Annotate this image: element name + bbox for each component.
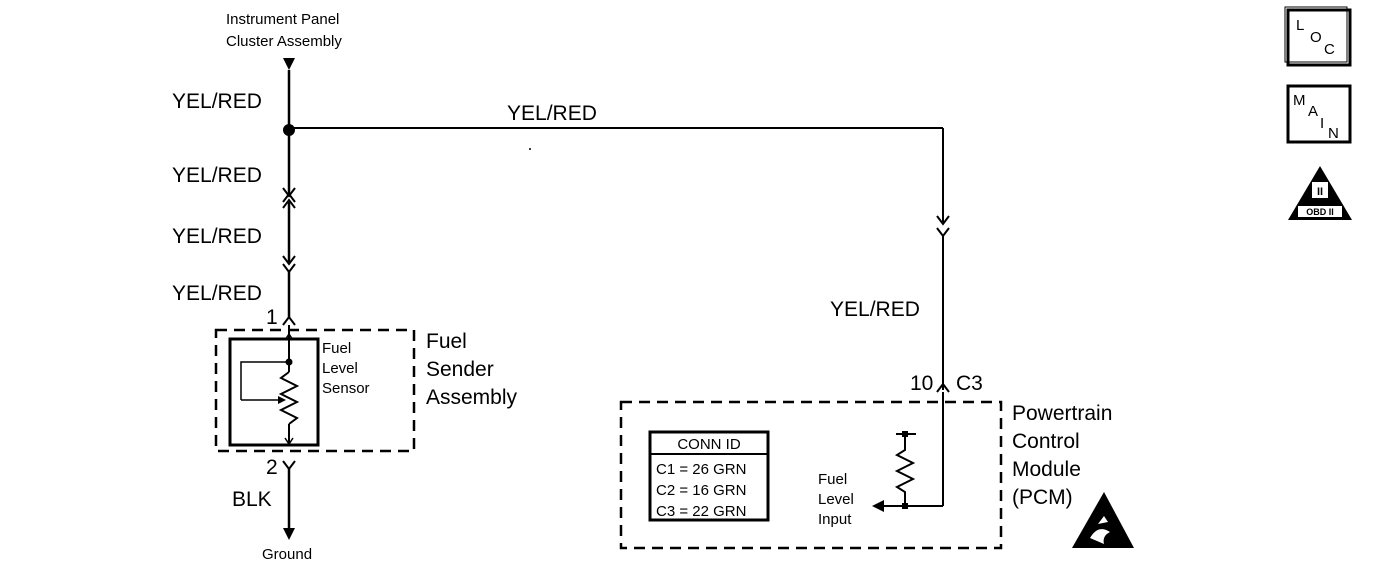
pcm-title-line3: Module [1012,458,1081,481]
splice-dot [283,124,295,136]
sensor-bottom-arrow-icon [284,437,294,446]
fuel-sender-title-line3: Assembly [426,386,518,409]
pcm-title-line4: (PCM) [1012,486,1073,509]
sensor-label-line3: Sensor [322,380,370,397]
loc-letter-l: L [1296,17,1304,34]
conn-id-row-3: C3 = 22 GRN [656,503,746,520]
pin10-connector-icon [936,382,950,393]
inline-connector-icon [282,187,296,209]
sensor-wiper-wire [240,361,289,400]
conn-id-row-1: C1 = 26 GRN [656,461,746,478]
wire-label-2: YEL/RED [172,164,262,187]
fuel-sender-title-line2: Sender [426,358,494,381]
pcm-input-label-line2: Level [818,491,854,508]
stray-dot [529,148,531,150]
wire-label-right: YEL/RED [830,298,920,321]
main-letter-i: I [1320,115,1324,132]
fuel-sender-assembly-box [214,328,416,453]
pin10-label: 10 [910,372,933,395]
esd-warning-icon [1072,492,1134,548]
ipc-label-line2: Cluster Assembly [226,33,342,50]
obd-text-label: OBD II [1306,207,1334,217]
pin1-label: 1 [266,306,278,329]
sensor-resistor-icon [278,371,300,425]
obd-ii-icon[interactable]: II OBD II [1288,166,1352,220]
wire-label-3: YEL/RED [172,225,262,248]
fuel-sender-title-line1: Fuel [426,330,467,353]
ground-arrow-icon [283,528,295,540]
pin2-label: 2 [266,456,278,479]
pcm-title-line1: Powertrain [1012,402,1112,425]
sensor-label-line1: Fuel [322,340,351,357]
main-letter-n: N [1328,125,1339,142]
sensor-top-arrow-icon [284,332,294,341]
pin1-connector-icon [282,315,296,326]
pcm-input-label-line3: Input [818,511,852,528]
pin2-connector-icon [282,460,296,471]
pcm-box [619,400,1003,550]
obd-roman-label: II [1317,186,1323,198]
wire-label-4: YEL/RED [172,282,262,305]
main-letter-m: M [1293,92,1306,109]
wiper-arrow-icon [278,396,286,404]
main-letter-a: A [1308,103,1318,120]
conn-c3-label: C3 [956,372,983,395]
pcm-input-label-line1: Fuel [818,471,847,488]
pcm-node-top [902,431,908,437]
loc-letter-o: O [1310,29,1322,46]
pcm-input-arrow-icon [872,500,884,512]
loc-letter-c: C [1324,41,1335,58]
main-icon[interactable]: M A I N [1286,84,1352,144]
conn-id-table [648,430,770,522]
pcm-title-line2: Control [1012,430,1080,453]
fuel-level-sensor-box [228,337,320,447]
conn-id-row-2: C2 = 16 GRN [656,482,746,499]
sensor-label-line2: Level [322,360,358,377]
conn-id-header: CONN ID [677,436,741,453]
ipc-arrow-icon [283,58,295,70]
pcm-node-bottom [902,503,908,509]
ipc-label-line1: Instrument Panel [226,11,339,28]
ground-label: Ground [262,546,312,563]
wire-label-blk: BLK [232,488,272,511]
wire-label-1: YEL/RED [172,90,262,113]
pcm-resistor-icon [894,437,916,506]
loc-icon[interactable]: L O C [1284,6,1352,67]
wire-label-horizontal: YEL/RED [507,102,597,125]
